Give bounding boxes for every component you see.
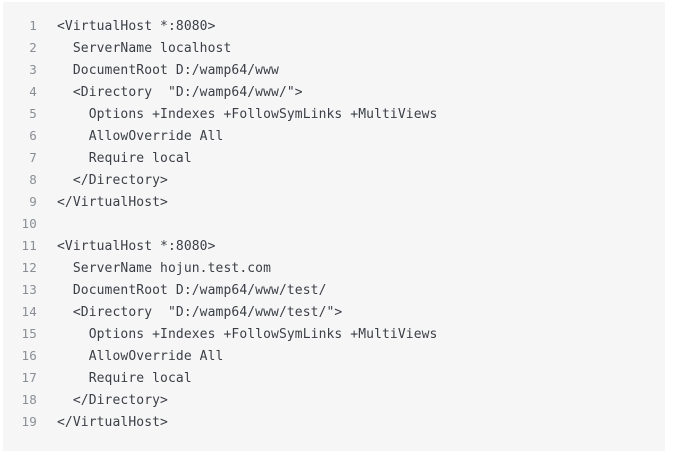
- line-number: 2: [29, 40, 37, 55]
- line-content[interactable]: </Directory>: [57, 393, 168, 408]
- line-number: 8: [29, 172, 37, 187]
- code-line[interactable]: 12 ServerName hojun.test.com: [3, 257, 665, 279]
- code-line[interactable]: 13 DocumentRoot D:/wamp64/www/test/: [3, 279, 665, 301]
- code-line[interactable]: 10: [3, 213, 665, 235]
- code-line[interactable]: 11 <VirtualHost *:8080>: [3, 235, 665, 257]
- line-number: 4: [29, 84, 37, 99]
- line-number: 12: [21, 260, 37, 275]
- code-line[interactable]: 5 Options +Indexes +FollowSymLinks +Mult…: [3, 103, 665, 125]
- line-content[interactable]: <VirtualHost *:8080>: [57, 239, 216, 254]
- code-block[interactable]: 1 <VirtualHost *:8080> 2 ServerName localh…: [3, 2, 665, 451]
- line-number: 14: [21, 304, 37, 319]
- line-number: 9: [29, 194, 37, 209]
- line-content[interactable]: ServerName localhost: [57, 41, 232, 56]
- line-number: 16: [21, 348, 37, 363]
- code-line[interactable]: 17 Require local: [3, 367, 665, 389]
- code-line[interactable]: 14 <Directory "D:/wamp64/www/test/">: [3, 301, 665, 323]
- line-content[interactable]: DocumentRoot D:/wamp64/www/test/: [57, 283, 327, 298]
- line-number: 5: [29, 106, 37, 121]
- line-number: 7: [29, 150, 37, 165]
- code-line[interactable]: 7 Require local: [3, 147, 665, 169]
- code-line[interactable]: 4 <Directory "D:/wamp64/www/">: [3, 81, 665, 103]
- line-content[interactable]: </VirtualHost>: [57, 415, 168, 430]
- code-line[interactable]: 9 </VirtualHost>: [3, 191, 665, 213]
- line-number: 11: [21, 238, 37, 253]
- line-content[interactable]: <Directory "D:/wamp64/www/test/">: [57, 305, 343, 320]
- line-number: 6: [29, 128, 37, 143]
- line-content[interactable]: ServerName hojun.test.com: [57, 261, 272, 276]
- line-content[interactable]: Require local: [57, 371, 192, 386]
- line-content[interactable]: </Directory>: [57, 173, 168, 188]
- line-content[interactable]: Options +Indexes +FollowSymLinks +MultiV…: [57, 107, 438, 122]
- line-content[interactable]: <VirtualHost *:8080>: [57, 19, 216, 34]
- code-line[interactable]: 19 </VirtualHost>: [3, 411, 665, 433]
- line-content[interactable]: DocumentRoot D:/wamp64/www: [57, 63, 279, 78]
- line-content[interactable]: Options +Indexes +FollowSymLinks +MultiV…: [57, 327, 438, 342]
- code-line[interactable]: 1 <VirtualHost *:8080>: [3, 15, 665, 37]
- line-number: 13: [21, 282, 37, 297]
- code-line[interactable]: 16 AllowOverride All: [3, 345, 665, 367]
- line-number: 17: [21, 370, 37, 385]
- line-number: 19: [21, 414, 37, 429]
- code-line[interactable]: 8 </Directory>: [3, 169, 665, 191]
- code-line[interactable]: 3 DocumentRoot D:/wamp64/www: [3, 59, 665, 81]
- line-content[interactable]: Require local: [57, 151, 192, 166]
- code-line[interactable]: 6 AllowOverride All: [3, 125, 665, 147]
- line-number: 15: [21, 326, 37, 341]
- code-line[interactable]: 2 ServerName localhost: [3, 37, 665, 59]
- line-number: 18: [21, 392, 37, 407]
- line-number: 1: [29, 18, 37, 33]
- code-line[interactable]: 18 </Directory>: [3, 389, 665, 411]
- line-number: 3: [29, 62, 37, 77]
- line-content[interactable]: AllowOverride All: [57, 129, 224, 144]
- line-number: 10: [21, 216, 37, 231]
- code-line[interactable]: 15 Options +Indexes +FollowSymLinks +Mul…: [3, 323, 665, 345]
- line-content[interactable]: </VirtualHost>: [57, 195, 168, 210]
- code-line-list: 1 <VirtualHost *:8080> 2 ServerName localh…: [3, 15, 665, 433]
- line-content[interactable]: <Directory "D:/wamp64/www/">: [57, 85, 303, 100]
- line-content[interactable]: AllowOverride All: [57, 349, 224, 364]
